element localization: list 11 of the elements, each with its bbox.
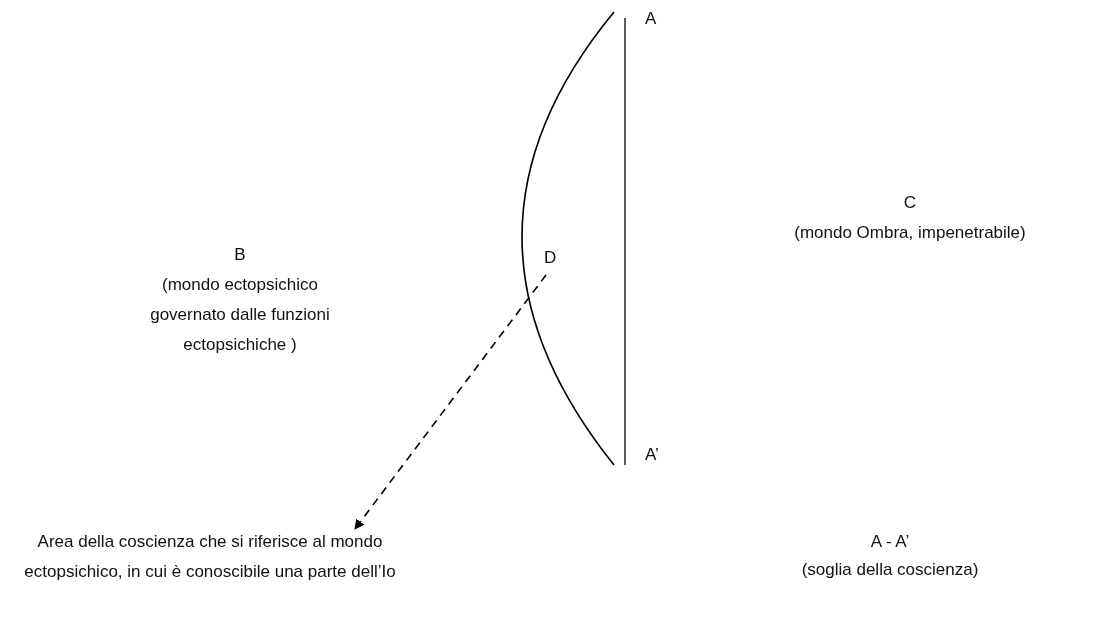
text-label: Area della coscienza che si riferisce al mondo ectopsichico, in cui è conoscibile una parte dell’Io — [23, 531, 397, 583]
text-label: A — [645, 8, 657, 30]
text-label: (mondo Ombra, impenetrabile) — [793, 222, 1027, 244]
text-label: B — [233, 244, 247, 266]
text-label: C — [902, 192, 918, 214]
text-label: (soglia della coscienza) — [800, 559, 980, 581]
text-label: A - A’ — [869, 531, 911, 553]
text-label: D — [544, 247, 557, 269]
text-label: (mondo ectopsichico governato dalle funzioni ectopsichiche ) — [149, 274, 331, 356]
arrow — [354, 274, 547, 530]
text-label: A’ — [645, 444, 659, 466]
